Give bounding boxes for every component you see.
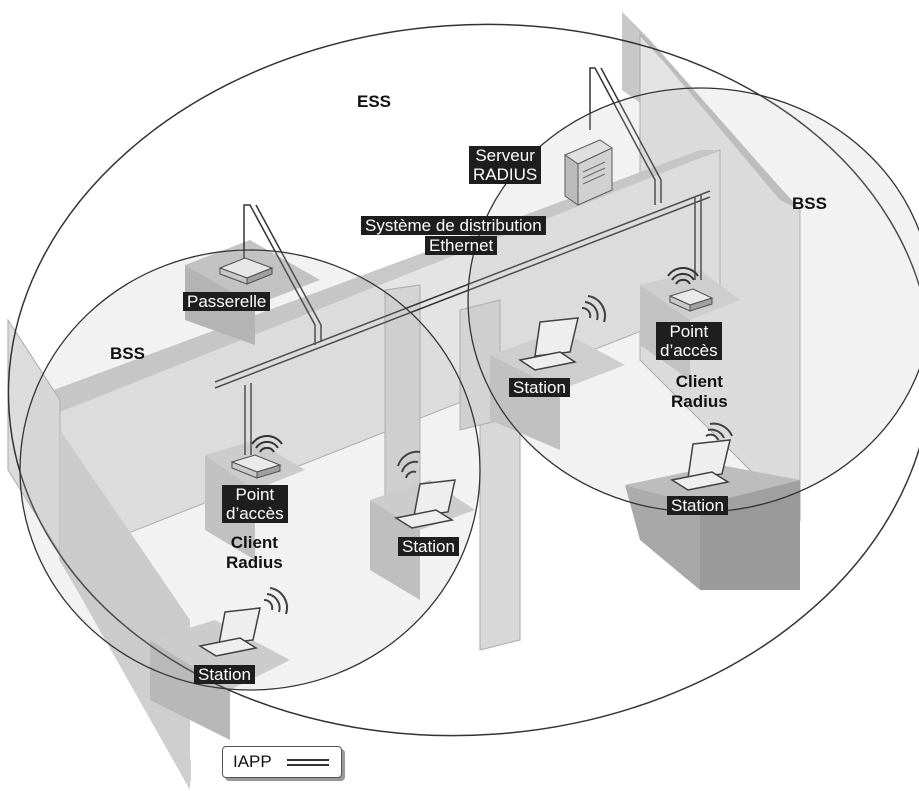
gateway-label: Passerelle bbox=[183, 292, 271, 311]
desk-station-right1-side bbox=[490, 355, 560, 450]
legend-iapp-label: IAPP bbox=[233, 752, 272, 771]
access-point-left-label-line2: d’accès bbox=[226, 504, 284, 523]
wall-mid-center bbox=[479, 399, 521, 651]
laptop-mid bbox=[394, 450, 456, 529]
station-bottom-label: Station bbox=[194, 665, 255, 684]
bss-right-label: BSS bbox=[792, 194, 827, 213]
wall-right-top bbox=[622, 12, 800, 210]
radius-server-label: Serveur RADIUS bbox=[469, 146, 542, 184]
access-point-right-label-line1: Point bbox=[669, 322, 709, 341]
ethernet-backbone bbox=[214, 67, 711, 455]
gateway-device bbox=[218, 257, 274, 285]
client-radius-right-line1: Client bbox=[675, 372, 723, 391]
station-mid-label: Station bbox=[398, 537, 459, 556]
access-point-right-label-line2: d’accès bbox=[660, 341, 718, 360]
radius-server bbox=[563, 139, 614, 206]
ess-ellipse bbox=[7, 23, 919, 737]
ethernet-label: Ethernet bbox=[425, 236, 498, 255]
distribution-system-label: Système de distribution bbox=[361, 216, 546, 235]
access-point-right bbox=[667, 267, 714, 312]
access-point-left-label-line1: Point bbox=[235, 485, 275, 504]
bss-left-label: BSS bbox=[110, 344, 145, 363]
access-point-left-label: Point d’accès bbox=[222, 485, 288, 523]
distribution-system-label-line1: Système de distribution bbox=[365, 216, 542, 235]
access-point-right-label: Point d’accès bbox=[656, 322, 722, 360]
legend: IAPP bbox=[222, 746, 342, 778]
client-radius-left-label: Client Radius bbox=[226, 533, 283, 573]
access-point-left bbox=[230, 435, 283, 479]
station-right1-label: Station bbox=[509, 378, 570, 397]
client-radius-right-label: Client Radius bbox=[671, 372, 728, 412]
station-right2-label: Station bbox=[667, 496, 728, 515]
ess-label: ESS bbox=[357, 92, 392, 111]
client-radius-right-line2: Radius bbox=[671, 392, 728, 411]
desk-station-bottom-side bbox=[150, 640, 230, 740]
client-radius-left-line2: Radius bbox=[226, 553, 283, 572]
client-radius-left-line1: Client bbox=[230, 533, 278, 552]
laptop-bottom bbox=[198, 587, 288, 657]
radius-server-label-line2: RADIUS bbox=[473, 165, 538, 184]
legend-iapp-line-top bbox=[287, 759, 329, 761]
wall-main-top bbox=[40, 150, 720, 412]
laptop-right2 bbox=[670, 422, 733, 491]
laptop-right1 bbox=[518, 295, 606, 371]
legend-iapp-line-bottom bbox=[287, 764, 329, 766]
radius-server-label-line1: Serveur bbox=[475, 146, 535, 165]
bss-left-ellipse bbox=[19, 249, 481, 691]
